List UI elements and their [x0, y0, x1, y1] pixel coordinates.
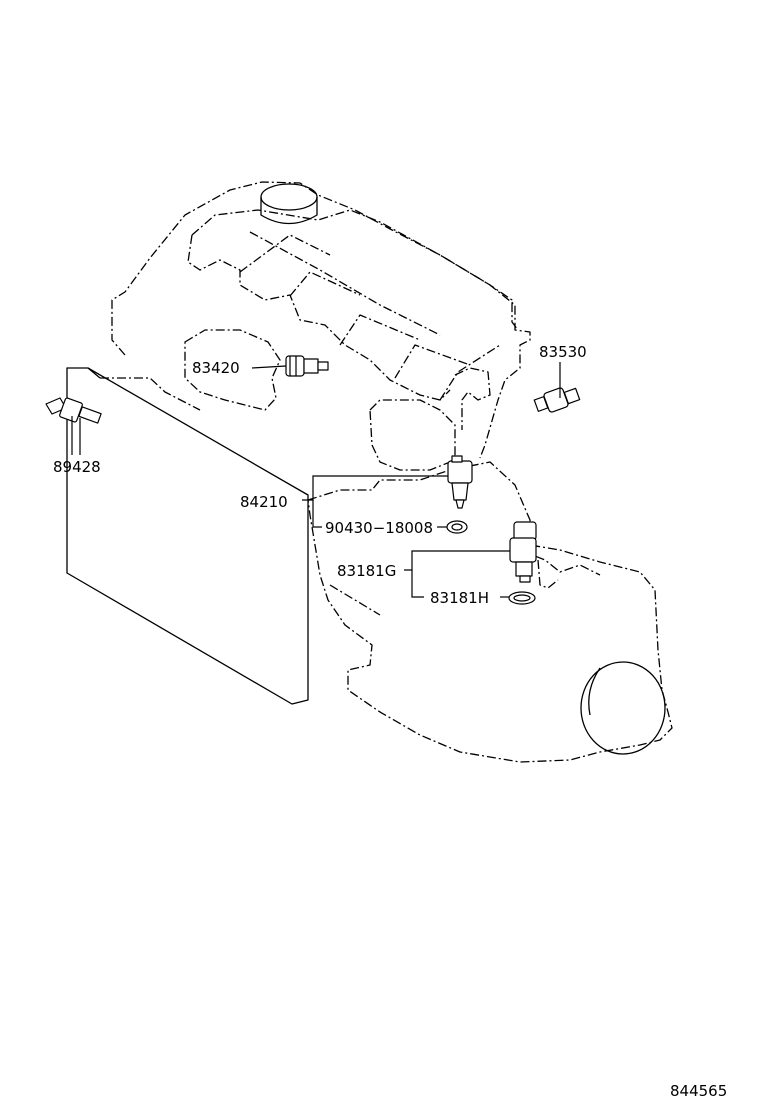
temperature-switch-part[interactable] — [533, 387, 581, 413]
coolant-temperature-sensor-part[interactable] — [45, 397, 102, 424]
callout-83181h: 83181H — [430, 589, 489, 607]
callout-84210: 84210 — [240, 493, 288, 511]
callout-83530: 83530 — [539, 343, 587, 361]
speed-sensor-part[interactable] — [509, 521, 537, 583]
callout-90430-18008: 90430−18008 — [325, 519, 433, 537]
oil-pressure-switch-part[interactable] — [285, 355, 329, 377]
leader-lines — [71, 362, 561, 598]
o-ring-part[interactable] — [508, 591, 536, 605]
water-temperature-sensor-part[interactable] — [447, 455, 473, 509]
callout-83181g: 83181G — [337, 562, 396, 580]
figure-id: 844565 — [670, 1082, 727, 1100]
gasket-ring-part[interactable] — [446, 520, 468, 534]
engine-outline — [66, 181, 673, 763]
callout-83420: 83420 — [192, 359, 240, 377]
callout-89428: 89428 — [53, 458, 101, 476]
